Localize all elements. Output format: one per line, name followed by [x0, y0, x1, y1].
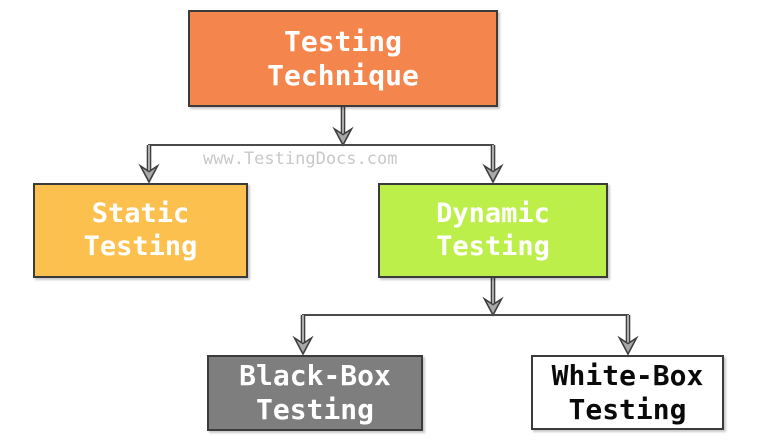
edge-to-black-box-testing [292, 315, 314, 356]
edge-dynamic-testing-stem [482, 278, 504, 317]
node-black-box-testing: Black-Box Testing [207, 355, 423, 431]
node-label-line: Static [91, 198, 190, 230]
node-dynamic-testing: Dynamic Testing [378, 183, 608, 278]
edge-to-dynamic-testing [482, 145, 504, 184]
node-label-line: Dynamic [436, 198, 550, 230]
node-label-line: Technique [267, 58, 419, 92]
node-label-line: Testing [283, 24, 402, 58]
edge-to-static-testing [138, 145, 160, 184]
node-label-line: Black-Box [239, 359, 391, 393]
node-white-box-testing: White-Box Testing [531, 355, 724, 430]
node-testing-technique: Testing Technique [188, 10, 498, 107]
edge-testing-technique-stem [332, 106, 354, 147]
node-label-line: Testing [255, 393, 374, 426]
node-static-testing: Static Testing [33, 183, 248, 278]
node-label-line: Testing [436, 230, 550, 262]
watermark-text: www.TestingDocs.com [203, 149, 398, 169]
node-label-line: White-Box [551, 358, 704, 392]
node-label-line: Testing [83, 230, 198, 262]
node-label-line: Testing [568, 392, 687, 426]
edge-to-white-box-testing [617, 315, 639, 356]
